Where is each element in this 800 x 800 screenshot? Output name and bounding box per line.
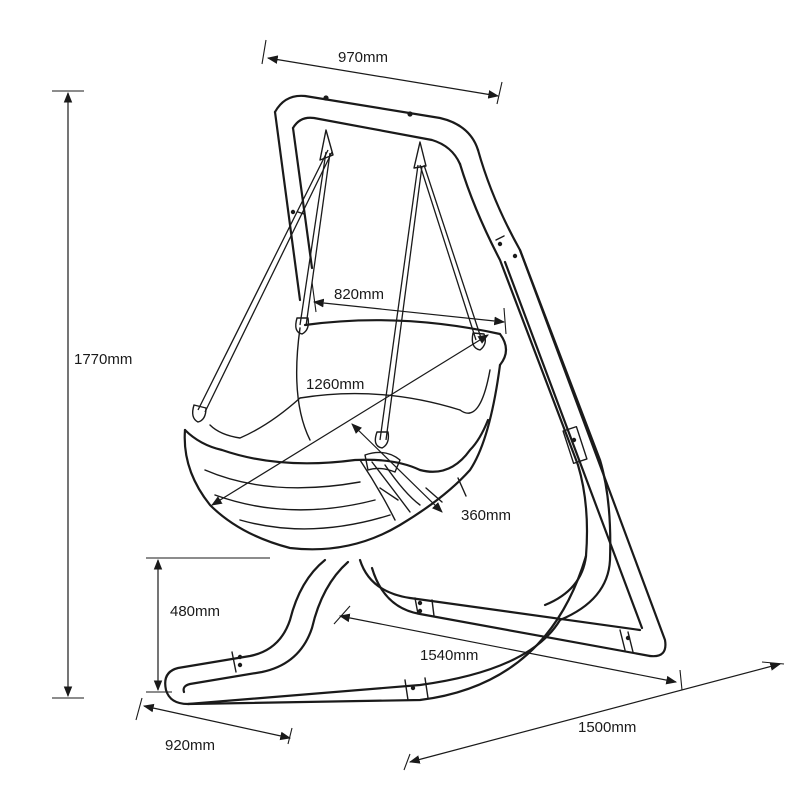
dim-base-width-label: 920mm — [165, 737, 215, 754]
dim-seat-diagonal-label: 1260mm — [306, 376, 364, 393]
dim-seat-width-label: 820mm — [334, 286, 384, 303]
dim-overall-depth-label: 1500mm — [578, 719, 636, 736]
dimension-lines — [52, 39, 785, 771]
dim-total-height-label: 1770mm — [74, 351, 132, 368]
dim-seat-height-label: 480mm — [170, 603, 220, 620]
dim-top-width-label: 970mm — [338, 49, 388, 66]
dim-base-length-label: 1540mm — [420, 647, 478, 664]
dim-seat-depth-label: 360mm — [461, 507, 511, 524]
